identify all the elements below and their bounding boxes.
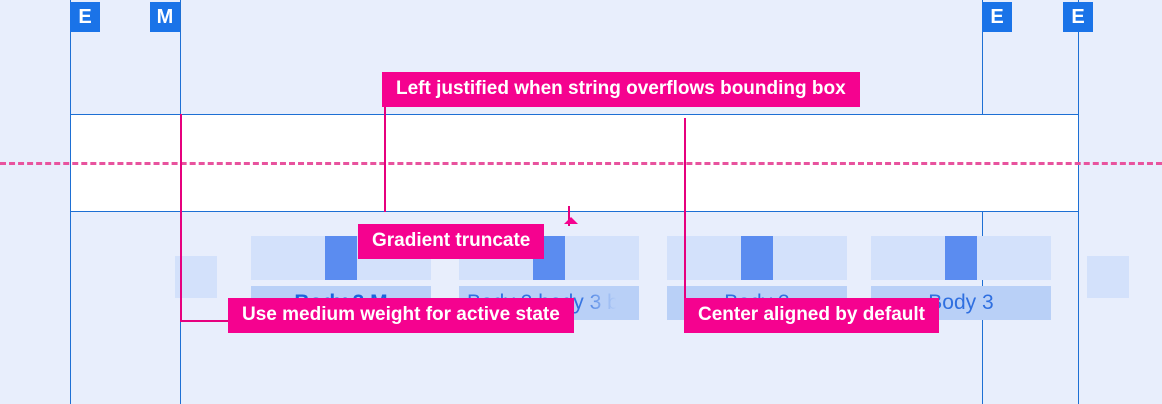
- leader-elbow-active-state: [180, 320, 230, 322]
- tab-icon: [945, 236, 977, 280]
- leader-line-active-state: [180, 114, 182, 322]
- annotation-overflow: Left justified when string overflows bou…: [382, 72, 860, 107]
- leader-line-center-aligned: [684, 118, 686, 308]
- spacing-badge-medium-left: M: [150, 2, 180, 32]
- tab-icon-band: [667, 236, 847, 280]
- vertical-center-guide: [0, 162, 1162, 165]
- annotation-gradient-text: Gradient truncate: [372, 230, 531, 251]
- tab-label: Body 3: [928, 291, 994, 314]
- leader-line-gradient: [568, 206, 570, 226]
- annotation-gradient: Gradient truncate: [358, 217, 578, 259]
- leading-icon-placeholder[interactable]: [175, 256, 217, 298]
- tab-icon: [325, 236, 357, 280]
- leader-line-overflow: [384, 72, 386, 212]
- caret-icon: [564, 217, 578, 224]
- tab-icon-band: [871, 236, 1051, 280]
- spacing-badge-edge-left-outer: E: [70, 2, 100, 32]
- annotation-medium-weight: Use medium weight for active state: [228, 298, 574, 333]
- trailing-icon-placeholder[interactable]: [1087, 256, 1129, 298]
- spacing-badge-edge-right-outer: E: [1063, 2, 1093, 32]
- annotation-center-aligned: Center aligned by default: [684, 298, 939, 333]
- spacing-badge-edge-right-inner: E: [982, 2, 1012, 32]
- tab-icon: [741, 236, 773, 280]
